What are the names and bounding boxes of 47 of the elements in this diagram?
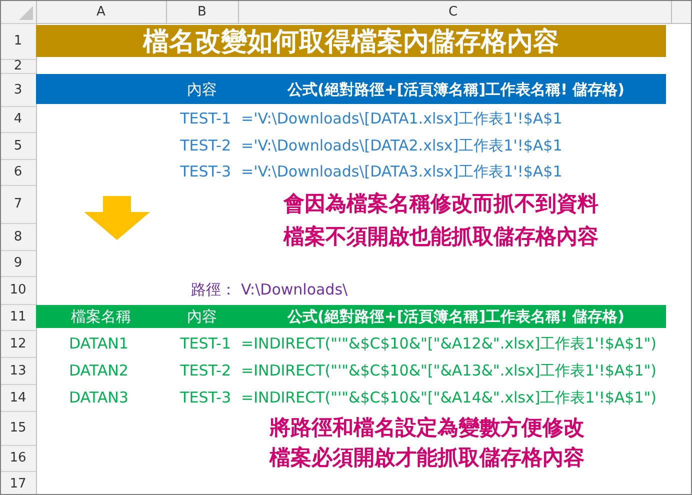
column-heading: 內容 (187, 310, 217, 324)
formula-text: ='V:\Downloads\[DATA3.xlsx]工作表1'!$A$1 (241, 164, 562, 180)
row-number: 8 (14, 230, 22, 243)
row-number: 7 (14, 198, 22, 210)
formula-text: ='V:\Downloads\[DATA1.xlsx]工作表1'!$A$1 (241, 112, 562, 126)
column-heading: 公式(絕對路徑+[活頁簿名稱]工作表名稱! 儲存格) (287, 82, 625, 97)
row-number: 9 (14, 256, 22, 270)
column-heading: 公式(絕對路徑+[活頁簿名稱]工作表名稱! 儲存格) (287, 310, 625, 324)
path-value: V:\Downloads\ (241, 282, 348, 298)
column-header: B (198, 6, 206, 18)
formula-text: ='V:\Downloads\[DATA2.xlsx]工作表1'!$A$1 (241, 138, 562, 153)
cell-value: TEST-1 (180, 112, 231, 126)
cell-value: TEST-2 (180, 363, 231, 378)
row-number: 4 (14, 112, 22, 126)
column-heading: 內容 (187, 82, 217, 97)
row-number: 11 (10, 310, 26, 324)
cell-value: TEST-3 (180, 390, 231, 405)
cell-value: =INDIRECT("'"&$C$10&"["&A14&".xlsx]工作表1'!$A$1") (241, 390, 657, 405)
cell-value: =INDIRECT("'"&$C$10&"["&A12&".xlsx]工作表1'!$A$1") (241, 336, 657, 351)
cell-value: TEST-1 (180, 336, 231, 351)
column-header: C (448, 6, 458, 18)
path-label: 路徑： (191, 282, 236, 298)
row-number: 12 (10, 337, 26, 350)
note-text: 檔案不須開啟也能抓取儲存格內容 (284, 226, 598, 247)
note-text: 檔案必須開啟才能抓取儲存格內容 (270, 448, 584, 468)
column-header: A (96, 6, 106, 18)
cell-value: DATAN3 (69, 390, 128, 405)
row-number: 17 (10, 477, 26, 490)
cell-value: DATAN2 (69, 363, 128, 378)
row-number: 1 (14, 34, 22, 48)
cell-value: =INDIRECT("'"&$C$10&"["&A13&".xlsx]工作表1'!$A$1") (241, 363, 657, 378)
note-text: 會因為檔案名稱修改而抓不到資料 (284, 194, 598, 214)
row-number: 10 (10, 284, 26, 296)
cell-value: TEST-2 (180, 138, 231, 153)
row-number: 6 (14, 166, 22, 178)
row-number: 16 (10, 452, 26, 464)
column-heading: 檔案名稱 (71, 310, 131, 324)
row-number: 14 (10, 391, 26, 404)
title: 檔名改變如何取得檔案內儲存格內容 (36, 25, 666, 57)
cell-value: TEST-3 (180, 164, 231, 180)
row-number: 3 (14, 83, 22, 96)
note-text: 將路徑和檔名設定為變數方便修改 (270, 418, 584, 438)
row-number: 15 (10, 422, 26, 434)
row-number: 13 (10, 364, 26, 377)
row-number: 5 (14, 139, 22, 152)
cell-value: DATAN1 (69, 336, 128, 351)
row-number: 2 (14, 60, 22, 72)
